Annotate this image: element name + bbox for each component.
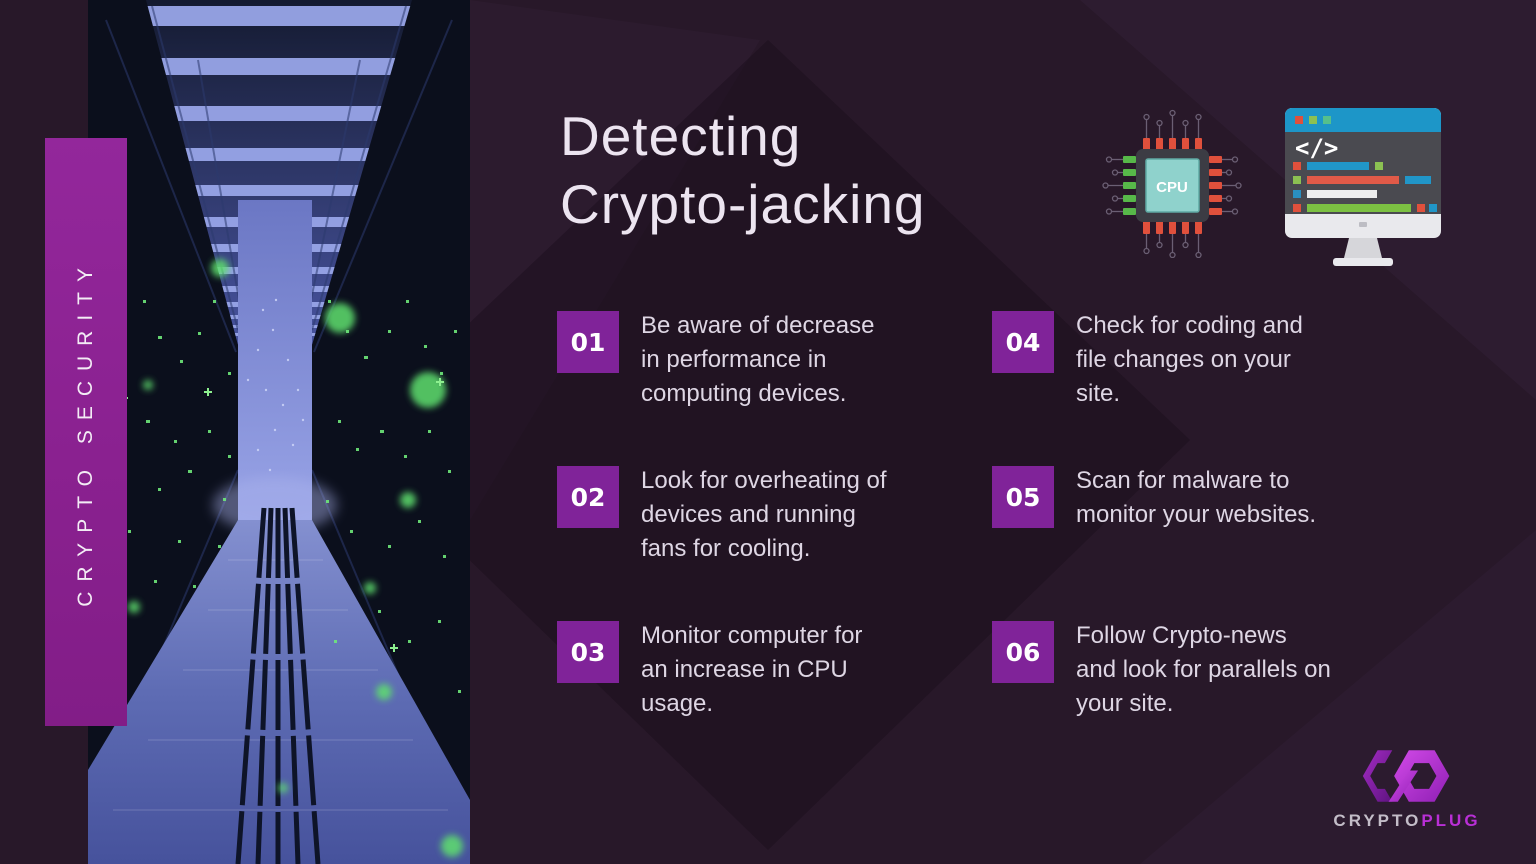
item-number-badge: 03 <box>557 621 619 683</box>
cpu-label: CPU <box>1156 179 1188 196</box>
cpu-chip-icon: CPU <box>1102 109 1242 258</box>
logo-text-plug: PLUG <box>1421 811 1481 830</box>
item-number-badge: 06 <box>992 621 1054 683</box>
page-title-line1: Detecting <box>560 105 802 167</box>
list-item-01: 01 Be aware of decrease in performance i… <box>557 311 874 411</box>
item-text: Be aware of decrease in performance in c… <box>641 312 875 407</box>
logo-text-crypto: CRYPTO <box>1333 811 1422 830</box>
logo-wordmark: CRYPTOPLUG <box>1312 811 1502 831</box>
item-text: Check for coding and file changes on you… <box>1076 312 1303 407</box>
code-monitor-icon: </> <box>1285 108 1441 266</box>
item-number-badge: 01 <box>557 311 619 373</box>
item-number-badge: 02 <box>557 466 619 528</box>
item-text: Scan for malware to monitor your website… <box>1076 467 1317 528</box>
list-item-03: 03 Monitor computer for an increase in C… <box>557 621 862 721</box>
page-title: Detecting Crypto-jacking <box>560 102 926 238</box>
brand-logo: CRYPTOPLUG <box>1312 748 1502 831</box>
list-item-04: 04 Check for coding and file changes on … <box>992 311 1303 411</box>
item-text: Monitor computer for an increase in CPU … <box>641 622 863 717</box>
logo-mark-icon <box>1362 750 1450 802</box>
code-glyph: </> <box>1295 134 1338 162</box>
item-number-badge: 04 <box>992 311 1054 373</box>
page-title-line2: Crypto-jacking <box>560 173 926 235</box>
server-room-image <box>88 0 470 864</box>
item-number-badge: 05 <box>992 466 1054 528</box>
item-text: Look for overheating of devices and runn… <box>641 467 887 562</box>
list-item-02: 02 Look for overheating of devices and r… <box>557 466 887 566</box>
list-item-06: 06 Follow Crypto-news and look for paral… <box>992 621 1331 721</box>
sidebar-banner: CRYPTO SECURITY <box>45 138 127 726</box>
list-item-05: 05 Scan for malware to monitor your webs… <box>992 466 1316 532</box>
sidebar-banner-label: CRYPTO SECURITY <box>74 257 97 607</box>
item-text: Follow Crypto-news and look for parallel… <box>1076 622 1331 717</box>
